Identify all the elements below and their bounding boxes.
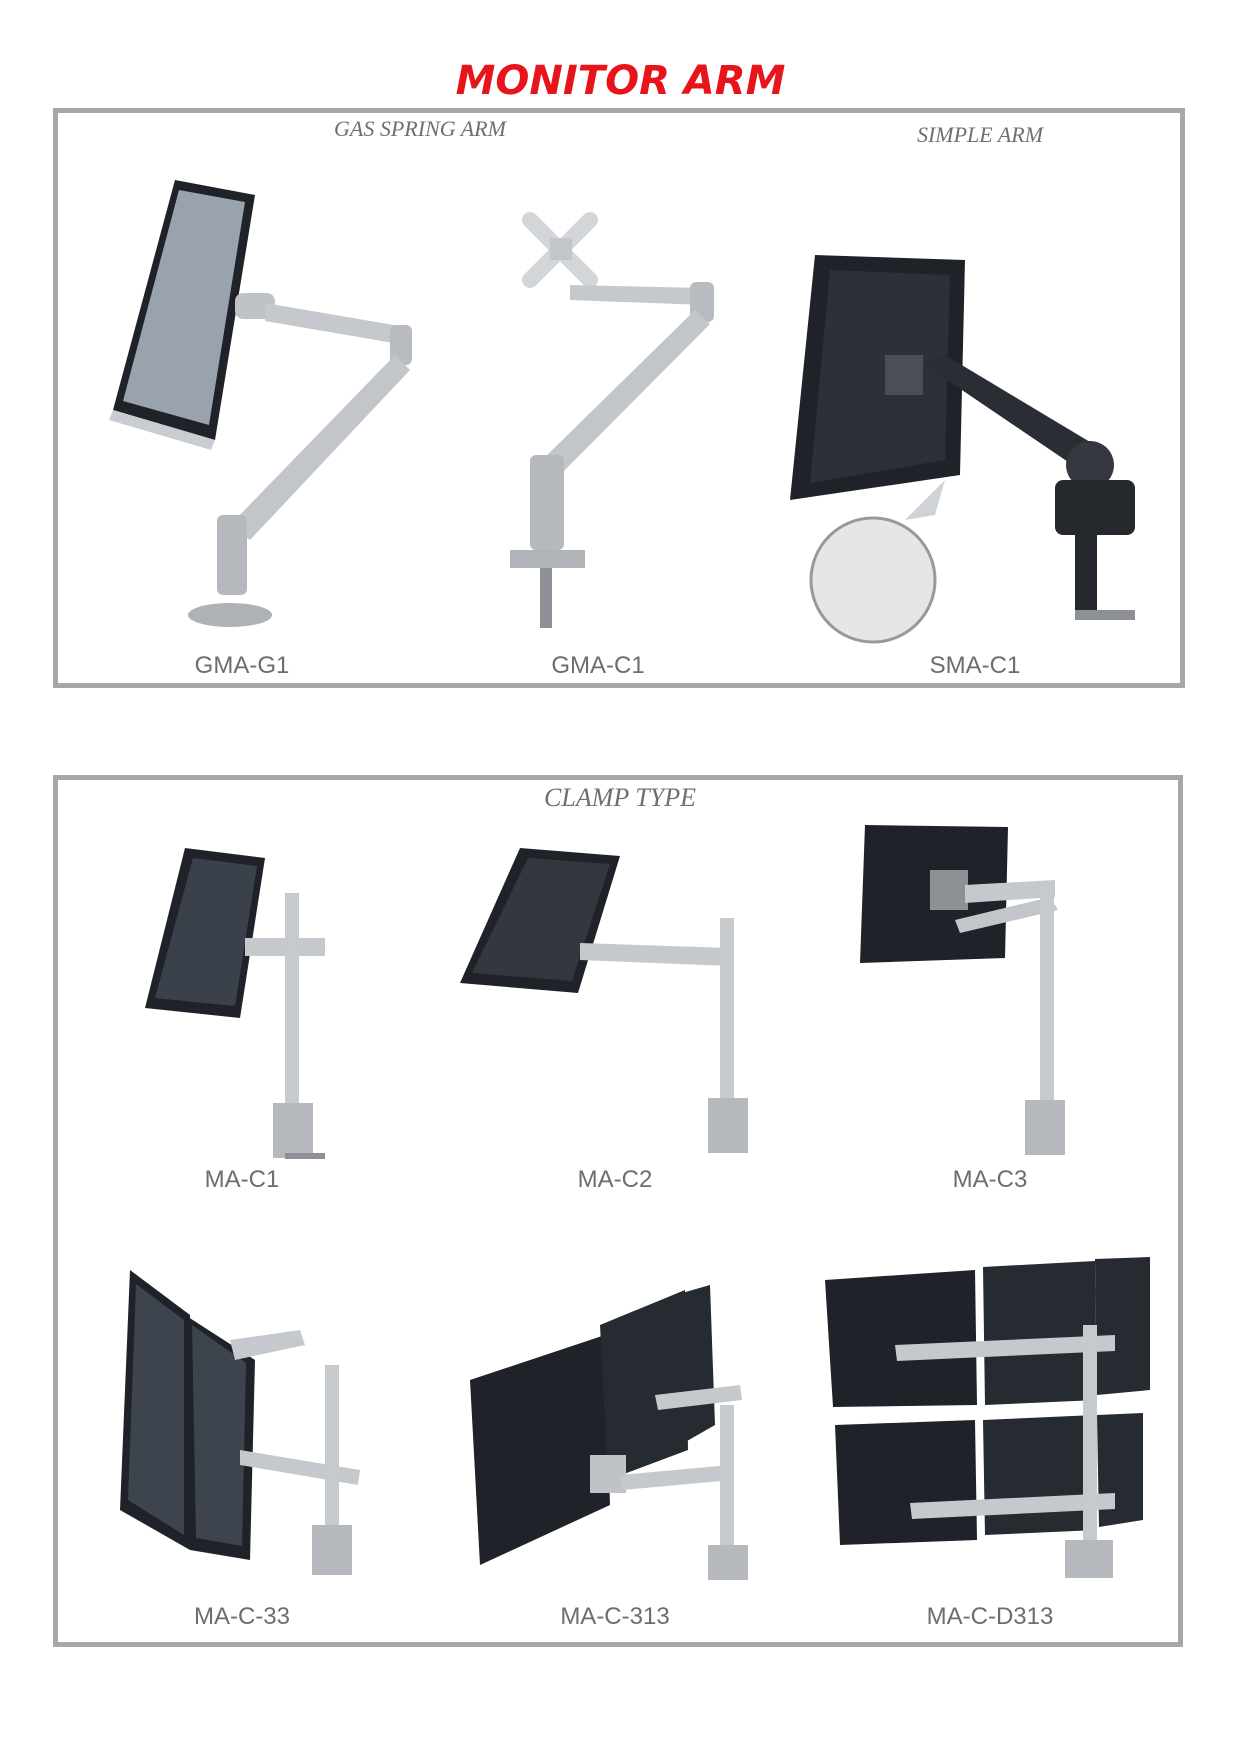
- product-caption-sma-c1: SMA-C1: [929, 652, 1021, 679]
- section-label-clamp: CLAMP TYPE: [544, 783, 696, 812]
- monitor-simple-arm-clamp-icon: [790, 255, 1135, 644]
- product-caption-gma-g1: GMA-G1: [194, 652, 290, 679]
- vesa-gas-spring-arm-icon: [510, 212, 714, 628]
- product-caption-ma-c2: MA-C2: [577, 1166, 653, 1193]
- section-label-gas-spring: GAS SPRING ARM: [334, 116, 506, 141]
- product-caption-ma-c-33: MA-C-33: [193, 1603, 290, 1630]
- monitor-gas-spring-arm-grommet-icon: [109, 180, 412, 627]
- product-caption-ma-c-d313: MA-C-D313: [926, 1603, 1054, 1630]
- six-monitor-arm-icon: [825, 1257, 1150, 1578]
- product-caption-ma-c3: MA-C3: [952, 1166, 1028, 1193]
- dual-monitor-arm-icon: [120, 1270, 360, 1575]
- product-caption-ma-c-313: MA-C-313: [560, 1603, 670, 1630]
- single-monitor-double-arm-icon: [860, 825, 1065, 1155]
- section-label-simple: SIMPLE ARM: [916, 122, 1044, 147]
- product-caption-gma-c1: GMA-C1: [551, 652, 645, 679]
- single-monitor-pole-arm-icon: [145, 848, 325, 1159]
- page-title: MONITOR ARM: [455, 58, 786, 104]
- single-monitor-extended-arm-icon: [460, 848, 748, 1153]
- triple-monitor-arm-icon: [470, 1285, 748, 1580]
- product-caption-ma-c1: MA-C1: [204, 1166, 280, 1193]
